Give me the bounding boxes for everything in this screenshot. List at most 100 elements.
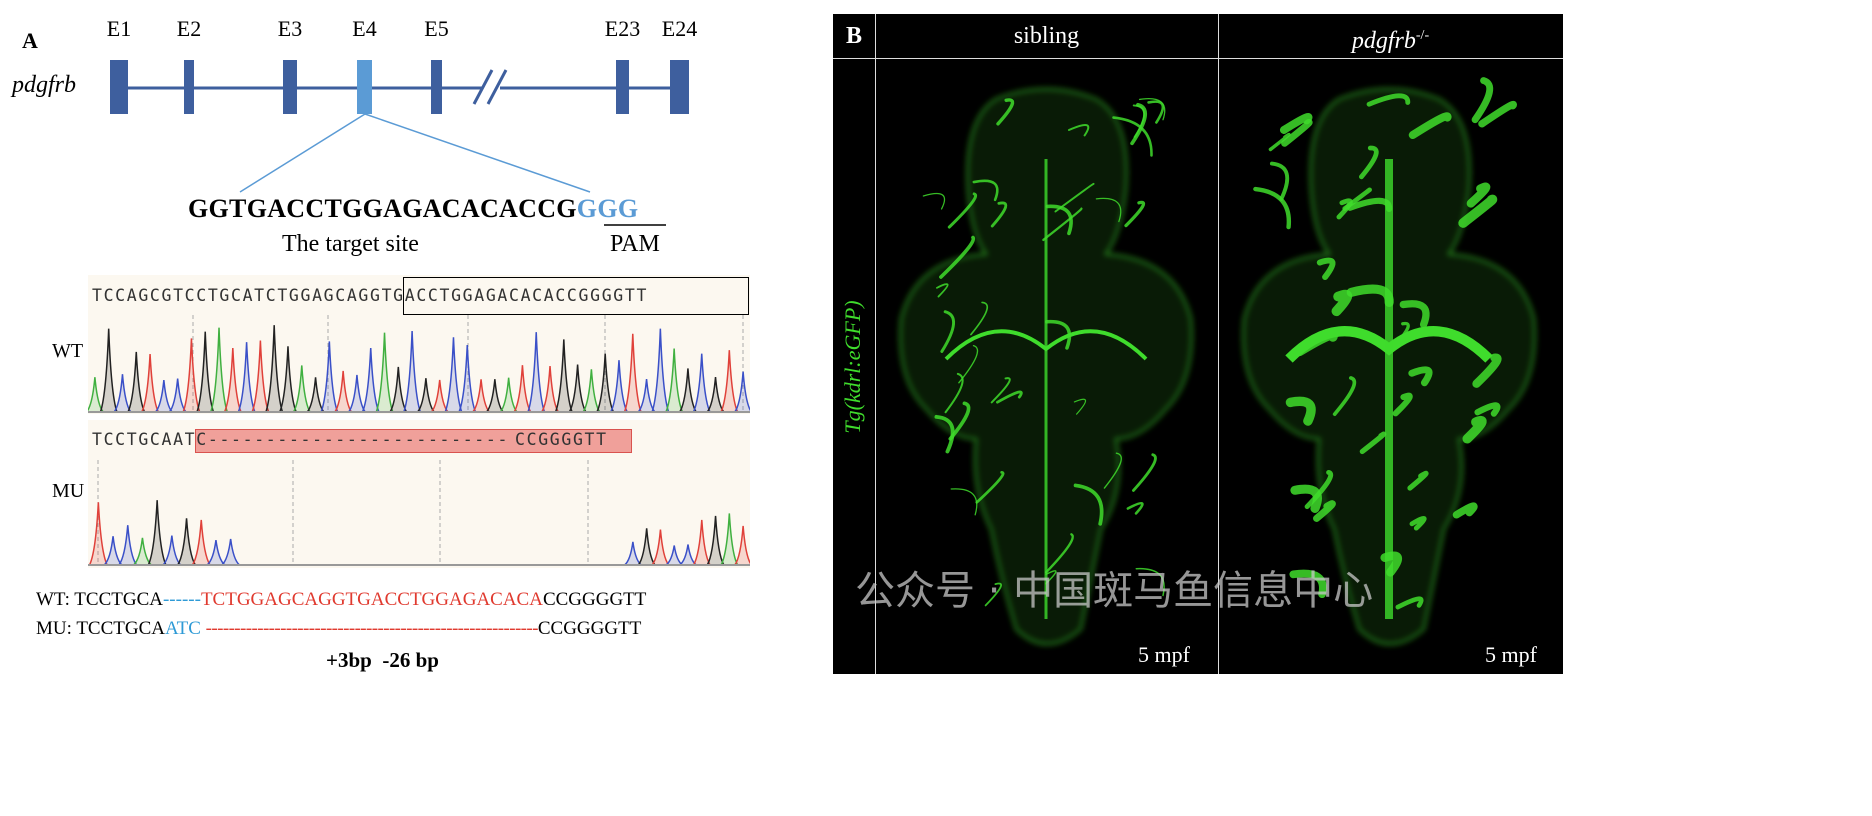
vessel [1042, 207, 1083, 242]
wt-trace-sequence: TCCAGCGTCCTGCATCTGGAGCAGGTGACCTGGAGACACA… [92, 286, 649, 305]
mu-chromatogram: TCCTGCAATC--------------------------CCGG… [88, 420, 750, 568]
genotype-superscript: -/- [1415, 28, 1430, 43]
vessel [1474, 402, 1501, 417]
trace-peak [651, 328, 670, 413]
vessel [1304, 469, 1334, 510]
trace-peak [113, 374, 132, 413]
trace-peak [665, 348, 684, 413]
trace-peak [141, 354, 160, 413]
exon-label: E4 [352, 16, 377, 41]
pam-seq: GGG [576, 194, 639, 223]
mutation-summary: +3bp -26 bp [326, 648, 439, 672]
trace-peak [637, 378, 656, 413]
panel-a-label: A [22, 28, 38, 53]
trace-peak [147, 500, 167, 566]
vessel [996, 390, 1023, 404]
alignment-mu-label: MU: [36, 618, 72, 639]
vessel [970, 301, 989, 336]
vessel [1054, 182, 1095, 213]
trace-peak [154, 379, 173, 413]
trace-peak [692, 353, 711, 413]
panel-b: B sibling pdgfrb-/- Tg(kdrl:eGFP) 5 mpf … [833, 14, 1563, 674]
trace-peak [237, 342, 256, 413]
alignment-mu-gap: ----------------------------------------… [205, 618, 539, 639]
vessel [947, 192, 977, 229]
vessel [1458, 194, 1498, 228]
vessel [1045, 570, 1057, 585]
trace-peak [320, 341, 339, 413]
alignment-wt-suffix: CCGGGGTT [542, 589, 647, 610]
vessel [975, 471, 1005, 504]
exon-label: E24 [661, 16, 698, 41]
pam-label: PAM [610, 231, 660, 257]
trace-peak [306, 377, 325, 413]
trace-peak [191, 519, 211, 566]
vessel [1366, 93, 1411, 107]
trace-peak [403, 331, 422, 413]
vessel [1313, 500, 1336, 522]
divider [1218, 14, 1219, 674]
vessel [996, 98, 1015, 126]
exon-e3 [283, 60, 297, 114]
trace-peak [624, 541, 642, 566]
exon-label: E1 [106, 16, 132, 41]
vessel [1112, 116, 1153, 157]
exon-e23 [616, 60, 629, 114]
trace-peak [485, 379, 504, 413]
vessel [922, 192, 946, 210]
gene-structure-diagram [110, 60, 689, 226]
trace-peak [610, 360, 628, 413]
vessel [1332, 376, 1357, 416]
vessel [1472, 353, 1502, 388]
trace-peak [541, 366, 559, 413]
trace-peak [430, 379, 449, 413]
trace-peak [596, 353, 615, 413]
vessel [1408, 366, 1433, 387]
vessel [1331, 289, 1352, 317]
trace-peak [88, 502, 108, 566]
trace-peak [375, 332, 394, 413]
target-sequence: GGTGACCTGGAGACACACCGGGG [188, 194, 638, 224]
vessel [1269, 161, 1290, 201]
break-mark [486, 69, 508, 105]
trace-peak [133, 537, 152, 566]
column-header-mutant: pdgfrb-/- [1218, 14, 1563, 58]
vessel [1408, 112, 1452, 140]
trace-peak [251, 340, 270, 413]
trace-peak [292, 365, 311, 413]
trace-peak [706, 376, 725, 413]
trace-peak [265, 325, 284, 413]
vessel [990, 201, 1008, 228]
exon-label: E3 [277, 16, 303, 41]
trace-peak [361, 348, 380, 413]
mutant-gene: pdgfrb [1351, 28, 1416, 54]
target-seq: GGTGACCTGGAGACACACCG [188, 194, 577, 223]
vessel [1067, 124, 1090, 137]
alignment-mu-insert: ATC [165, 618, 201, 639]
trace-peak [389, 366, 408, 413]
exon-e1 [110, 60, 128, 114]
trace-peak [334, 370, 353, 413]
target-site-label: The target site [282, 231, 419, 257]
alignment-wt: WT: TCCTGCA------TCTGGAGCAGGTGACCTGGAGAC… [36, 589, 646, 611]
vessel [1130, 102, 1147, 146]
trace-peak [103, 536, 123, 566]
divider [875, 14, 876, 674]
mu-trace-suffix: CCGGGGTT [515, 430, 608, 449]
trace-peak [210, 327, 229, 413]
vessel [1126, 501, 1144, 515]
vessel [1132, 104, 1145, 139]
alignment-wt-prefix: TCCTGCA [74, 589, 163, 610]
vessel [1124, 200, 1146, 228]
mu-trace [88, 460, 750, 566]
trace-peak [348, 374, 366, 413]
trace-peak [206, 540, 226, 566]
break-mark [472, 69, 494, 105]
trace-peak [88, 377, 104, 413]
trace-peak [665, 545, 683, 566]
vessel [1095, 197, 1122, 223]
trace-peak [582, 369, 601, 413]
trace-peak [118, 525, 138, 566]
exon-e4 [357, 60, 372, 114]
trace-peak [223, 348, 242, 413]
